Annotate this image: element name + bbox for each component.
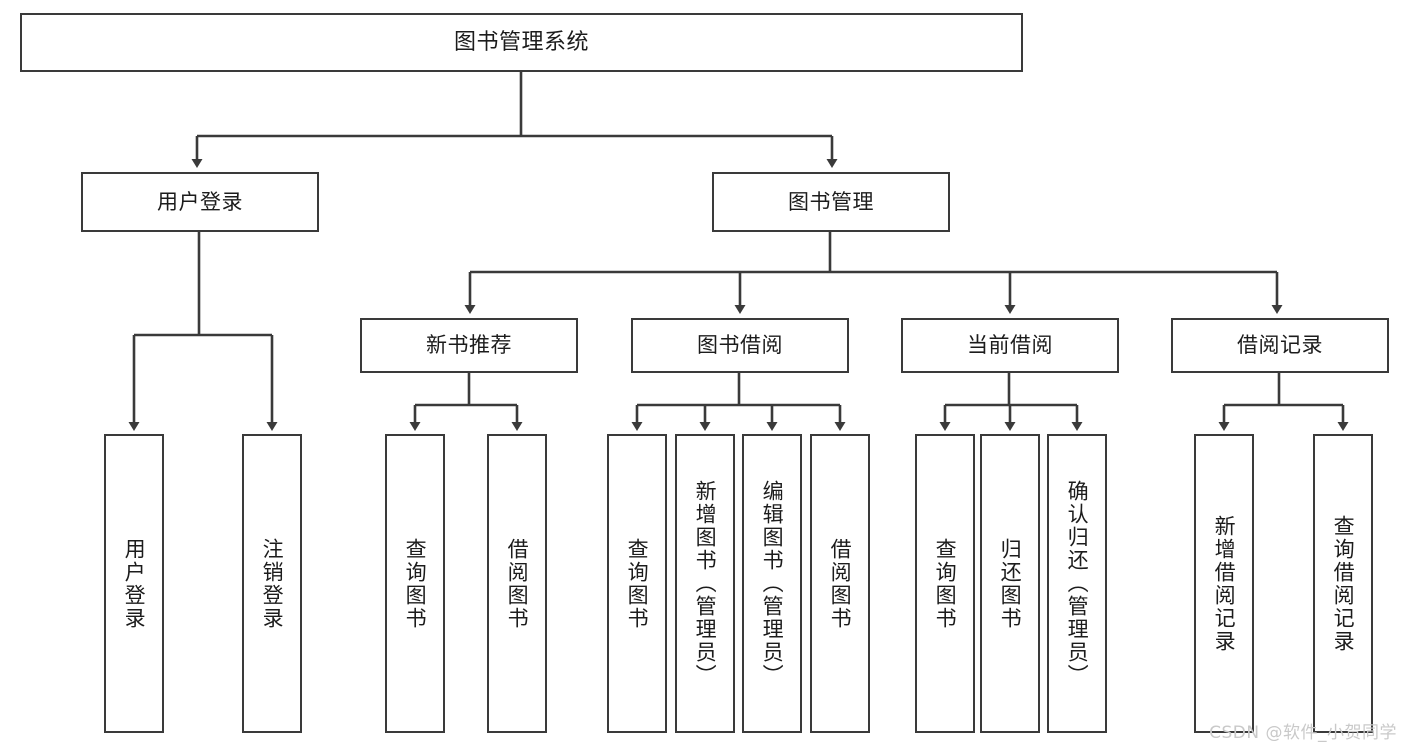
node-new-book-recommend[interactable]: 新书推荐 [360,318,578,373]
leaf-recommend-borrow-book-label: 借阅图书 [505,537,530,630]
watermark: CSDN @软件_小贺同学 [1209,723,1397,743]
node-current-borrow[interactable]: 当前借阅 [901,318,1119,373]
leaf-borrow-add-book-label: 新增图书（管理员） [693,480,718,687]
node-book-management-label: 图书管理 [788,189,874,214]
leaf-borrow-query-book-label: 查询图书 [625,537,650,630]
leaf-record-query[interactable]: 查询借阅记录 [1313,434,1373,733]
node-book-management[interactable]: 图书管理 [712,172,950,232]
node-root[interactable]: 图书管理系统 [20,13,1023,72]
leaf-borrow-edit-book-label: 编辑图书（管理员） [760,480,785,687]
node-book-borrow[interactable]: 图书借阅 [631,318,849,373]
leaf-borrow-borrow-book[interactable]: 借阅图书 [810,434,870,733]
leaf-record-add[interactable]: 新增借阅记录 [1194,434,1254,733]
leaf-borrow-query-book[interactable]: 查询图书 [607,434,667,733]
node-user-login[interactable]: 用户登录 [81,172,319,232]
leaf-borrow-edit-book[interactable]: 编辑图书（管理员） [742,434,802,733]
node-book-borrow-label: 图书借阅 [697,333,783,358]
leaf-current-query-book-label: 查询图书 [933,537,958,630]
node-borrow-record[interactable]: 借阅记录 [1171,318,1389,373]
leaf-recommend-query-book-label: 查询图书 [403,537,428,630]
leaf-user-login[interactable]: 用户登录 [104,434,164,733]
node-new-book-recommend-label: 新书推荐 [426,333,512,358]
leaf-recommend-query-book[interactable]: 查询图书 [385,434,445,733]
node-root-label: 图书管理系统 [453,29,589,55]
leaf-current-confirm-return-label: 确认归还（管理员） [1065,480,1090,687]
leaf-current-confirm-return[interactable]: 确认归还（管理员） [1047,434,1107,733]
leaf-current-return-book[interactable]: 归还图书 [980,434,1040,733]
leaf-current-query-book[interactable]: 查询图书 [915,434,975,733]
leaf-user-login-label: 用户登录 [122,537,147,630]
leaf-current-return-book-label: 归还图书 [998,537,1023,630]
leaf-record-add-label: 新增借阅记录 [1212,514,1237,653]
leaf-user-logout[interactable]: 注销登录 [242,434,302,733]
node-current-borrow-label: 当前借阅 [967,333,1053,358]
node-borrow-record-label: 借阅记录 [1237,333,1323,358]
leaf-borrow-borrow-book-label: 借阅图书 [828,537,853,630]
leaf-record-query-label: 查询借阅记录 [1331,514,1356,653]
leaf-user-logout-label: 注销登录 [260,537,285,630]
leaf-recommend-borrow-book[interactable]: 借阅图书 [487,434,547,733]
leaf-borrow-add-book[interactable]: 新增图书（管理员） [675,434,735,733]
node-user-login-label: 用户登录 [157,189,243,214]
